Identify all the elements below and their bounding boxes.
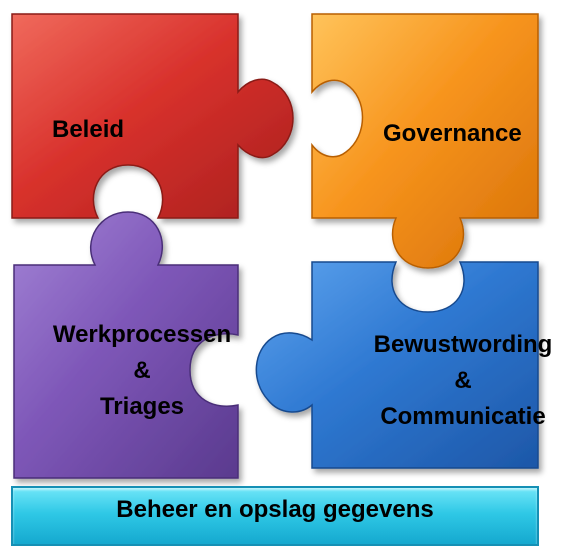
bottom-bar-label: Beheer en opslag gegevens [116,496,434,523]
werkprocessen-label: Werkprocessen & Triages [22,317,262,425]
governance-text: Governance [383,120,522,147]
bewustwording-line-2: & [454,367,472,394]
puzzle-piece-governance [311,13,539,269]
bottom-bar: Beheer en opslag gegevens [11,486,539,546]
werkprocessen-line-2: & [133,357,151,384]
bewustwording-label: Bewustwording & Communicatie [340,327,586,435]
werkprocessen-line-3: Triages [99,393,185,420]
beleid-text: Beleid [52,116,125,143]
puzzle-piece-werkprocessen [13,211,239,479]
puzzle-diagram: Beleid Governance Werkprocessen & Triage… [11,13,586,546]
bewustwording-line-1: Bewustwording [373,331,553,358]
bewustwording-line-3: Communicatie [380,403,546,430]
puzzle-pieces [11,13,539,479]
puzzle-piece-bewustwording [255,261,539,469]
governance-label: Governance [383,116,522,152]
puzzle-piece-beleid [11,13,294,219]
beleid-label: Beleid [52,112,124,148]
werkprocessen-line-1: Werkprocessen [52,321,232,348]
